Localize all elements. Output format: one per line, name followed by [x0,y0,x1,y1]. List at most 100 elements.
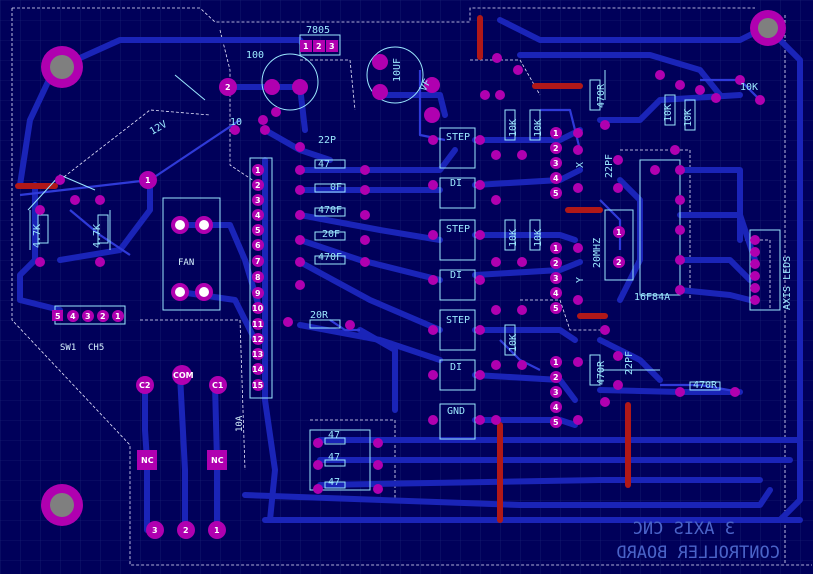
via[interactable] [711,93,721,103]
via[interactable] [491,415,501,425]
header-pin-10[interactable]: 10 [252,302,264,314]
via[interactable] [230,125,240,135]
pad-output-1[interactable]: 1 [208,521,226,539]
capacitor-pad[interactable] [424,107,440,123]
pad-nc-right[interactable]: NC [207,450,227,470]
via[interactable] [475,370,485,380]
ic3-pin-2[interactable]: 2 [550,371,562,383]
via[interactable] [517,360,527,370]
via[interactable] [675,195,685,205]
via[interactable] [573,128,583,138]
pad-output-3[interactable]: 3 [146,521,164,539]
via[interactable] [573,295,583,305]
ic1-pin-5[interactable]: 5 [550,187,562,199]
header-pin-6[interactable]: 6 [252,239,264,251]
pad-switch-4[interactable]: 4 [67,310,79,322]
via[interactable] [428,370,438,380]
header-pin-3[interactable]: 3 [252,194,264,206]
via[interactable] [55,175,65,185]
via[interactable] [360,185,370,195]
via[interactable] [573,145,583,155]
via[interactable] [313,484,323,494]
via[interactable] [360,257,370,267]
header-pin-14[interactable]: 14 [252,363,264,375]
via[interactable] [313,438,323,448]
via[interactable] [258,115,268,125]
via[interactable] [517,257,527,267]
via[interactable] [600,397,610,407]
via[interactable] [613,351,623,361]
via[interactable] [35,205,45,215]
via[interactable] [735,75,745,85]
via[interactable] [295,185,305,195]
via[interactable] [750,247,760,257]
ic2-pin-2[interactable]: 2 [550,257,562,269]
via[interactable] [283,317,293,327]
via[interactable] [295,280,305,290]
pad-nc-left[interactable]: NC [137,450,157,470]
via[interactable] [295,235,305,245]
via[interactable] [491,195,501,205]
pad-fan-2b[interactable]: 2 [195,283,213,301]
via[interactable] [613,155,623,165]
header-pin-2[interactable]: 2 [252,179,264,191]
via[interactable] [750,295,760,305]
via[interactable] [573,243,583,253]
via[interactable] [600,325,610,335]
ic1-pin-4[interactable]: 4 [550,172,562,184]
pad-crystal-1[interactable]: 1 [613,226,625,238]
via[interactable] [491,305,501,315]
via[interactable] [295,142,305,152]
via[interactable] [730,387,740,397]
via[interactable] [475,275,485,285]
via[interactable] [95,257,105,267]
via[interactable] [428,415,438,425]
pad-com[interactable]: COM [172,365,194,385]
pad-regulator-1[interactable]: 1 [300,40,312,52]
header-pin-1[interactable]: 1 [252,164,264,176]
via[interactable] [95,195,105,205]
via[interactable] [428,180,438,190]
via[interactable] [675,255,685,265]
pad-switch-1[interactable]: 1 [112,310,124,322]
via[interactable] [513,65,523,75]
capacitor-pad[interactable] [264,79,280,95]
pad-regulator-3[interactable]: 3 [326,40,338,52]
pad-fan-1a[interactable]: 1 [171,216,189,234]
pad-power-1[interactable]: 1 [139,171,157,189]
ic2-pin-1[interactable]: 1 [550,242,562,254]
via[interactable] [573,415,583,425]
capacitor-pad[interactable] [372,84,388,100]
via[interactable] [373,484,383,494]
via[interactable] [750,283,760,293]
header-pin-12[interactable]: 12 [252,333,264,345]
ic2-pin-4[interactable]: 4 [550,287,562,299]
ic1-pin-2[interactable]: 2 [550,142,562,154]
via[interactable] [491,257,501,267]
via[interactable] [475,135,485,145]
pad-c1[interactable]: C1 [209,376,227,394]
via[interactable] [475,180,485,190]
via[interactable] [491,360,501,370]
via[interactable] [428,230,438,240]
via[interactable] [750,235,760,245]
via[interactable] [492,53,502,63]
via[interactable] [670,145,680,155]
pad-regulator-2[interactable]: 2 [313,40,325,52]
ic3-pin-4[interactable]: 4 [550,401,562,413]
ic2-pin-5[interactable]: 5 [550,302,562,314]
via[interactable] [495,90,505,100]
via[interactable] [271,107,281,117]
header-pin-4[interactable]: 4 [252,209,264,221]
header-pin-13[interactable]: 13 [252,348,264,360]
via[interactable] [480,90,490,100]
via[interactable] [613,380,623,390]
via[interactable] [313,460,323,470]
via[interactable] [373,460,383,470]
pad-power-2[interactable]: 2 [219,78,237,96]
via[interactable] [491,150,501,160]
via[interactable] [360,165,370,175]
ic1-pin-3[interactable]: 3 [550,157,562,169]
via[interactable] [475,325,485,335]
